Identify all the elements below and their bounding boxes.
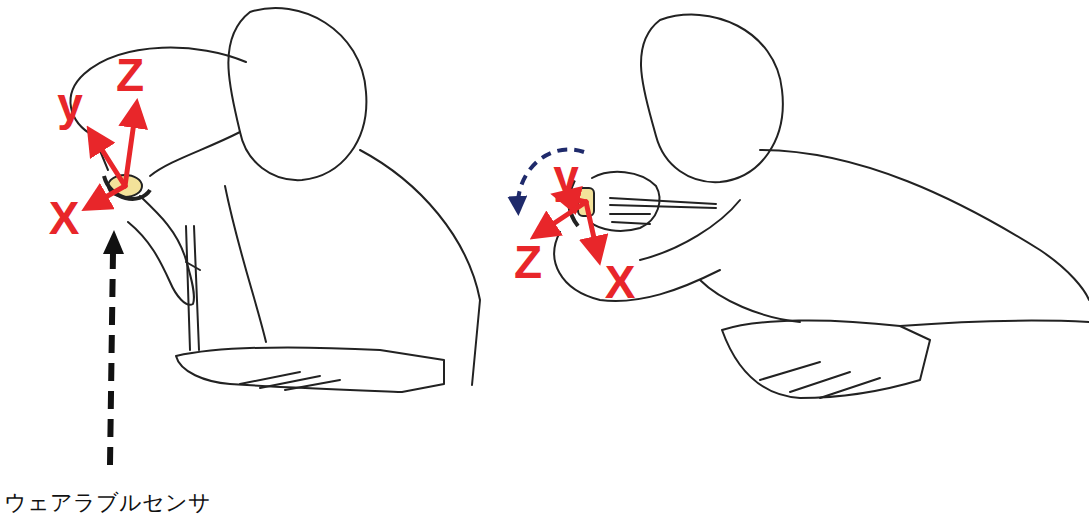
left-person — [71, 8, 480, 392]
axis-label: Z — [514, 239, 542, 285]
axis-label: X — [49, 195, 80, 241]
pointer-line — [110, 252, 113, 465]
axis-label: X — [605, 259, 636, 305]
pointer-head — [103, 230, 124, 254]
axis-label: y — [57, 81, 83, 127]
right-person — [554, 15, 1089, 398]
axis-label: y — [553, 153, 579, 199]
rotation-arrow — [518, 149, 584, 208]
axis-label: Z — [116, 52, 144, 98]
sensor-label: ウェアラブルセンサ — [4, 492, 211, 514]
axes — [90, 108, 598, 256]
